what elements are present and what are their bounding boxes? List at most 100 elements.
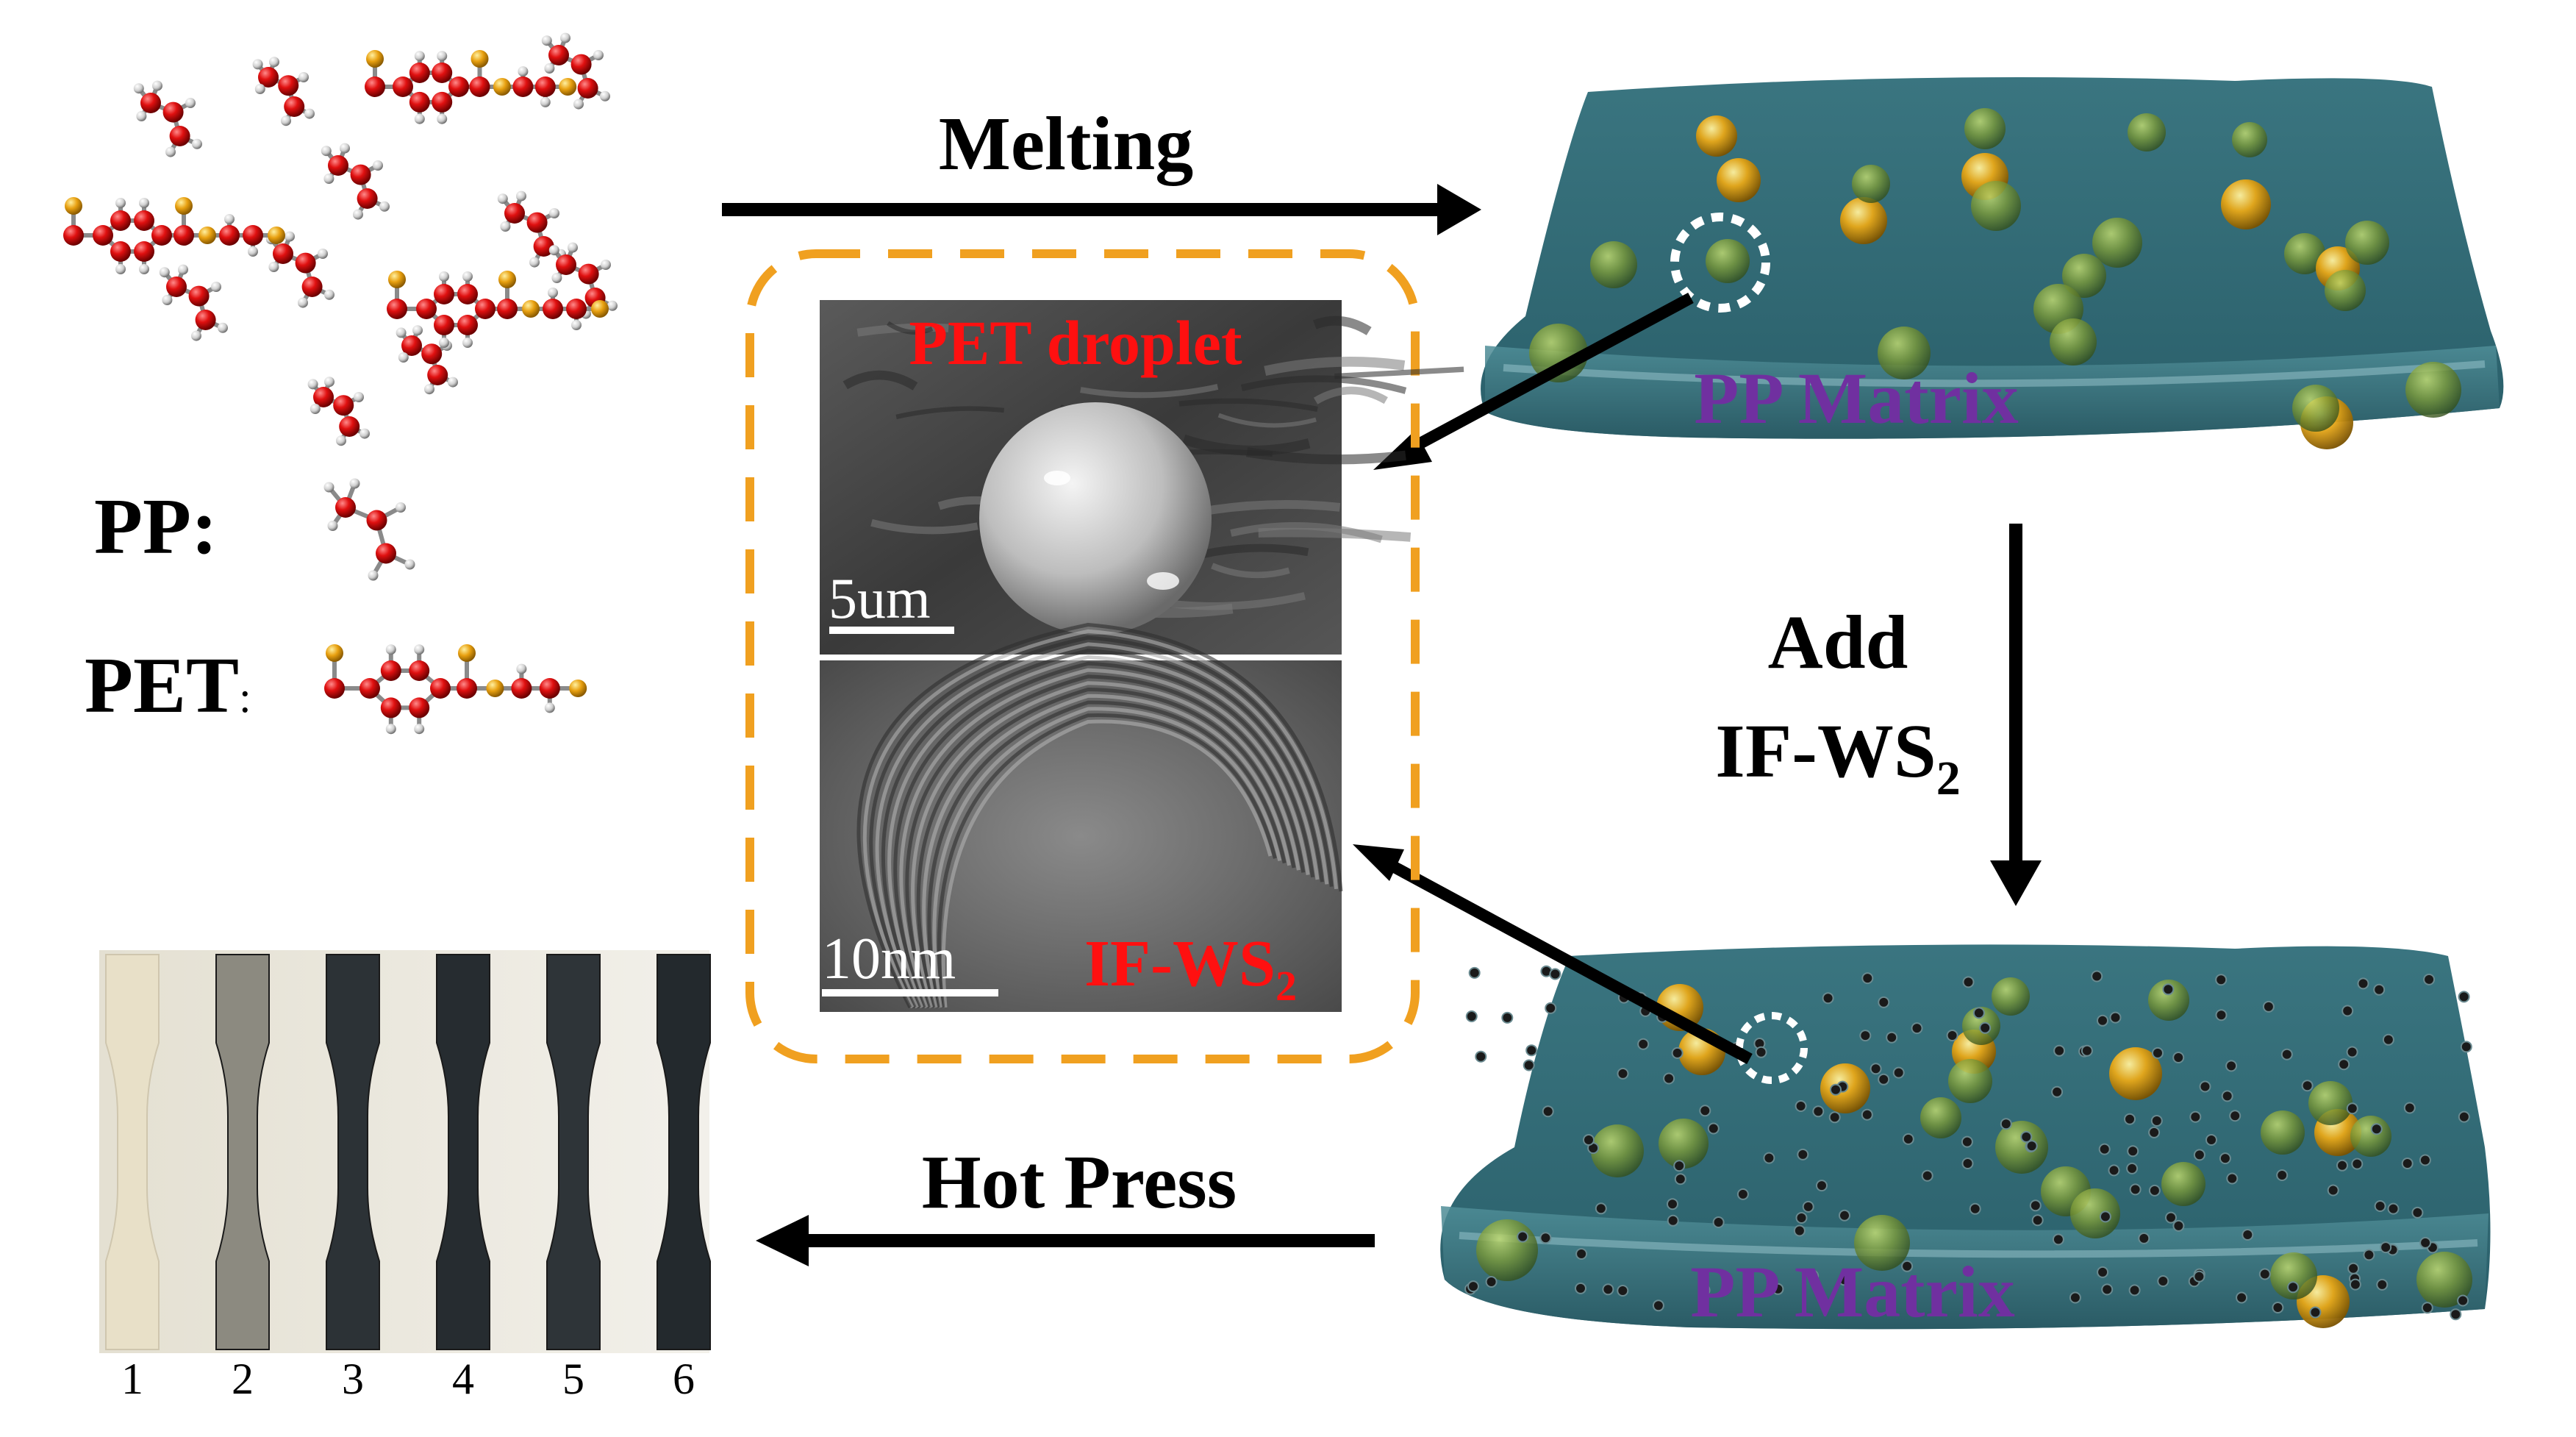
hot-press-label: Hot Press (922, 1140, 1237, 1224)
ws2-particle-150 (2336, 1159, 2348, 1172)
sample-number-4: 4 (452, 1355, 474, 1403)
ws2-particle-90 (1946, 1030, 1958, 1041)
ws2-particle-152 (2150, 1115, 2163, 1127)
bottom-droplet-24 (2161, 1162, 2205, 1206)
ws2-particle-25 (2373, 983, 2386, 996)
top-droplet-14 (2062, 254, 2106, 298)
ws2-particle-167 (2215, 1009, 2228, 1021)
molecule-cloud (63, 32, 618, 446)
ws2-particle-22 (1523, 1059, 1535, 1071)
ws2-particle-5 (2219, 1152, 2231, 1165)
ws2-particle-78 (1699, 1105, 1711, 1117)
pet-label: PET: (85, 642, 251, 730)
ws2-particle-51 (2225, 1060, 2238, 1072)
ws2-particle-91 (1911, 1022, 1923, 1035)
ws2-particle-147 (2380, 1241, 2392, 1254)
ws2-particle-62 (1485, 1276, 1498, 1288)
ws2-particle-37 (2403, 1102, 2416, 1114)
sample-number-2: 2 (232, 1355, 254, 1403)
add-step: Add IF-WS2 (1715, 524, 2042, 906)
ws2-particle-151 (2338, 1058, 2350, 1071)
ws2-particle-93 (2025, 1140, 2038, 1152)
ws2-particle-70 (1575, 1282, 1586, 1294)
tem-image: 10nm IF-WS2 (820, 622, 1343, 1012)
ws2-particle-162 (1637, 1038, 1650, 1050)
ws2-particle-145 (1671, 1046, 1684, 1059)
ws2-particle-126 (1468, 966, 1481, 979)
ws2-particle-46 (2097, 1014, 2108, 1027)
ws2-particle-124 (2458, 991, 2470, 1003)
top-droplet-11 (1590, 241, 1637, 288)
ws2-particle-60 (1467, 1280, 1479, 1293)
ws2-particle-144 (2419, 1236, 2432, 1249)
ws2-particle-83 (1663, 1072, 1675, 1085)
bottom-droplet-11 (1591, 1124, 1644, 1177)
ws2-particle-109 (2069, 1291, 2081, 1304)
additive-label: IF-WS2 (1715, 709, 1960, 805)
micrograph-frame (745, 249, 1420, 1063)
sample-bar-3 (326, 954, 380, 1350)
ws2-particle-79 (2351, 1158, 2364, 1170)
ws2-particle-89 (2236, 1291, 2248, 1304)
ws2-particle-61 (2101, 1283, 2114, 1296)
ws2-particle-134 (1961, 1135, 1973, 1148)
melting-label: Melting (939, 101, 1194, 186)
ws2-particle-114 (2138, 1232, 2150, 1244)
pet-molecule-icon (324, 644, 587, 735)
ws2-particle-100 (1539, 1232, 1552, 1244)
ws2-particle-82 (2189, 1110, 2202, 1123)
bottom-droplet-18 (2350, 1116, 2391, 1157)
bottom-droplet-9 (1992, 977, 2030, 1016)
sample-bar-5 (546, 954, 601, 1350)
ws2-particle-157 (2341, 1005, 2354, 1017)
ws2-particle-166 (2276, 1169, 2289, 1181)
ws2-particle-128 (1698, 1284, 1711, 1297)
pointer-arrow-top (1394, 292, 1694, 462)
top-droplet-15 (2284, 233, 2325, 274)
ws2-particle-168 (1795, 1212, 1808, 1224)
bottom-droplet-12 (1659, 1119, 1709, 1169)
top-droplet-5 (1840, 197, 1887, 244)
ws2-particle-68 (2165, 1211, 2177, 1224)
ws2-particle-122 (1736, 1188, 1749, 1200)
ws2-particle-39 (2051, 1085, 2064, 1098)
bottom-droplet-6 (2109, 1047, 2162, 1100)
pp-matrix-slab-top: PP Matrix (1481, 77, 2504, 449)
ws2-particle-33 (2370, 1123, 2383, 1135)
ws2-particle-66 (1673, 1160, 1686, 1172)
ws2-particle-40 (1795, 1100, 1807, 1112)
top-droplet-23 (2405, 362, 2461, 418)
ws2-particle-115 (1861, 1108, 1873, 1121)
top-droplet-19 (2050, 318, 2097, 366)
tem-label: IF-WS2 (1084, 927, 1297, 1010)
ws2-particle-6 (2148, 1184, 2161, 1197)
ws2-particle-67 (1517, 1230, 1529, 1243)
top-droplet-1 (1696, 115, 1737, 157)
ws2-particle-71 (1595, 1202, 1607, 1215)
melting-arrow-head (1437, 184, 1481, 235)
top-droplet-4 (1971, 181, 2021, 231)
ws2-particle-169 (2419, 1154, 2431, 1166)
ws2-particle-31 (1797, 1148, 1809, 1160)
ws2-particle-59 (1583, 1134, 1595, 1146)
ws2-particle-24 (1886, 1031, 1898, 1044)
ws2-particle-88 (1961, 1158, 1974, 1169)
ws2-particle-112 (1707, 1122, 1720, 1135)
top-droplet-7 (1852, 165, 1890, 203)
ws2-particle-29 (1870, 1063, 1882, 1075)
ws2-particle-43 (1542, 1105, 1554, 1118)
pp-matrix-slab-bottom: PP Matrix (1440, 944, 2491, 1333)
pet-droplet-sphere (979, 402, 1212, 635)
ws2-particle-123 (2020, 1130, 2033, 1143)
bottom-droplet-15 (2070, 1188, 2120, 1238)
top-droplet-17 (2345, 221, 2389, 265)
ws2-particle-140 (2421, 1302, 2433, 1314)
ws2-particle-34 (2327, 1184, 2339, 1197)
bottom-droplet-25 (1948, 1059, 1992, 1103)
ws2-particle-57 (2346, 1046, 2358, 1058)
ws2-particle-35 (2098, 1143, 2111, 1155)
add-label: Add (1768, 600, 1908, 685)
top-droplet-25 (2292, 385, 2339, 432)
ws2-particle-154 (2053, 1044, 2066, 1057)
pp-molecule-6 (159, 264, 228, 341)
